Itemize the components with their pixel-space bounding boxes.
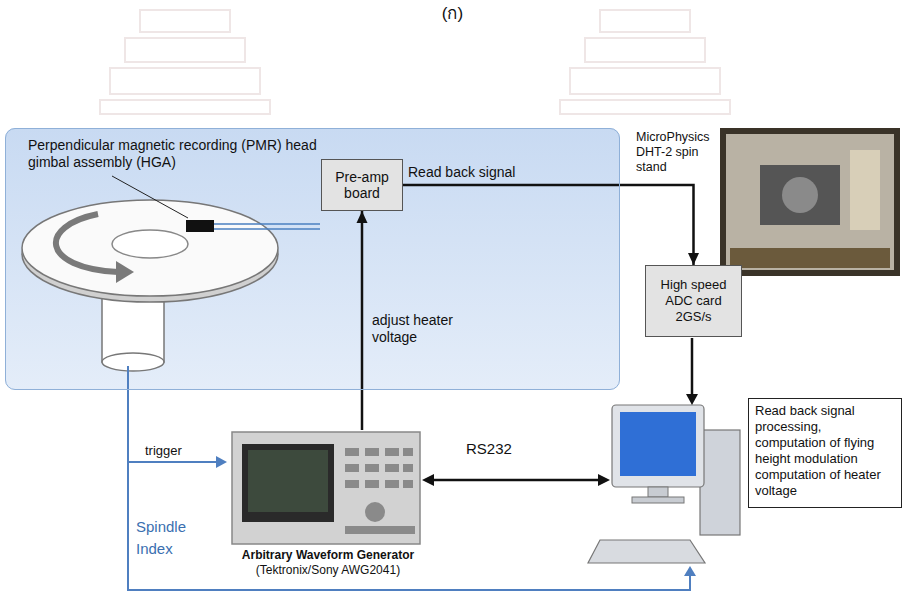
arrow-head	[688, 253, 699, 265]
spindle-motor	[102, 353, 164, 371]
rs232-arrow	[422, 474, 610, 486]
connector-label: adjust heater voltage	[372, 312, 472, 346]
waveform-generator-picture	[385, 464, 399, 472]
leader-line	[112, 176, 188, 218]
read-write-head	[186, 220, 214, 232]
rs232-arrow	[432, 479, 600, 482]
disk-platter	[112, 230, 188, 258]
spin-stand-photo	[730, 248, 890, 268]
waveform-generator-picture	[345, 526, 415, 534]
waveform-generator-picture	[232, 432, 420, 544]
node-text: (Tektronix/Sony AWG2041)	[256, 563, 400, 578]
watermark	[140, 10, 230, 32]
connector-label: Read back signal	[408, 164, 538, 181]
adc-to-computer-arrow	[686, 338, 698, 405]
rotation-arrow	[56, 214, 134, 283]
process-box: Pre-amp board	[321, 159, 403, 211]
waveform-generator-picture	[365, 448, 379, 456]
instrument-node: Arbitrary Waveform Generator(Tektronix/S…	[228, 430, 428, 580]
computer-picture	[648, 487, 668, 497]
computer-picture	[620, 412, 696, 476]
computer-picture	[700, 430, 740, 535]
head-cable	[214, 223, 320, 225]
node-text: High speed ADC card 2GS/s	[652, 277, 735, 325]
test-setup-panel: Perpendicular magnetic recording (PMR) h…	[5, 128, 620, 390]
watermark	[570, 68, 720, 94]
waveform-generator-picture	[345, 448, 415, 534]
computer-picture	[588, 540, 705, 563]
adc-to-computer-arrow	[686, 394, 698, 405]
read-write-head	[186, 220, 214, 232]
watermark	[100, 100, 270, 114]
watermark	[560, 100, 730, 114]
waveform-generator-picture	[232, 432, 420, 544]
spin-stand-photo	[720, 128, 900, 276]
waveform-generator-picture	[345, 480, 359, 488]
head-cable	[214, 224, 320, 229]
node-text: Pre-amp board	[328, 169, 396, 201]
node-text: Read back signal processing, computation…	[755, 403, 895, 499]
disk-platter	[22, 200, 278, 302]
rotation-arrow	[116, 261, 134, 283]
waveform-generator-picture	[365, 502, 385, 522]
watermark	[125, 38, 245, 62]
computer-picture	[632, 497, 684, 503]
watermark	[100, 10, 730, 114]
signal-label: Spindle Index	[136, 516, 206, 560]
spindle-index-wire	[128, 366, 690, 590]
waveform-generator-picture	[365, 464, 379, 472]
waveform-generator-picture	[403, 464, 413, 472]
waveform-generator-picture	[242, 444, 334, 522]
signal-connector	[357, 211, 368, 430]
waveform-generator-picture	[403, 448, 413, 456]
signal-connector	[403, 185, 699, 265]
waveform-generator-picture	[248, 450, 328, 512]
spindle-index-wire	[684, 566, 696, 576]
watermark	[600, 10, 690, 32]
spin-stand-photo	[720, 128, 900, 276]
note-box: Read back signal processing, computation…	[748, 398, 902, 508]
rotation-arrow	[56, 214, 118, 272]
signal-label: trigger	[145, 443, 205, 459]
rs232-arrow	[422, 474, 434, 486]
watermark	[110, 68, 260, 94]
process-box: High speed ADC card 2GS/s	[645, 265, 742, 337]
node-text: Perpendicular magnetic recording (PMR) h…	[28, 137, 318, 171]
waveform-generator-picture	[403, 480, 413, 488]
spin-stand-photo	[782, 177, 818, 213]
arrow-head	[357, 211, 368, 223]
waveform-generator-picture	[345, 464, 359, 472]
figure-tag: (ก)	[400, 4, 505, 24]
waveform-generator-picture	[385, 448, 399, 456]
computer-picture	[588, 405, 740, 563]
node-text: Arbitrary Waveform Generator	[242, 548, 414, 563]
connector-line	[361, 211, 364, 430]
spindle-index-wire	[128, 366, 696, 590]
spin-stand-photo	[760, 165, 840, 225]
spindle-index-wire	[216, 456, 227, 468]
watermark	[585, 38, 705, 62]
connector-line	[403, 185, 694, 265]
spin-stand-photo	[726, 134, 894, 270]
waveform-generator-picture	[365, 480, 379, 488]
head-cable	[214, 228, 320, 230]
waveform-generator-picture	[345, 448, 359, 456]
disk-platter	[22, 200, 278, 296]
panel-ground	[5, 128, 620, 390]
interface-label: RS232	[466, 440, 526, 458]
waveform-generator-picture	[385, 480, 399, 488]
spindle-index-wire	[128, 461, 218, 463]
equipment-label: MicroPhysics DHT-2 spin stand	[636, 130, 714, 175]
adc-to-computer-arrow	[691, 338, 694, 396]
rs232-arrow	[598, 474, 610, 486]
computer-picture	[612, 405, 704, 487]
spin-stand-photo	[850, 150, 880, 230]
